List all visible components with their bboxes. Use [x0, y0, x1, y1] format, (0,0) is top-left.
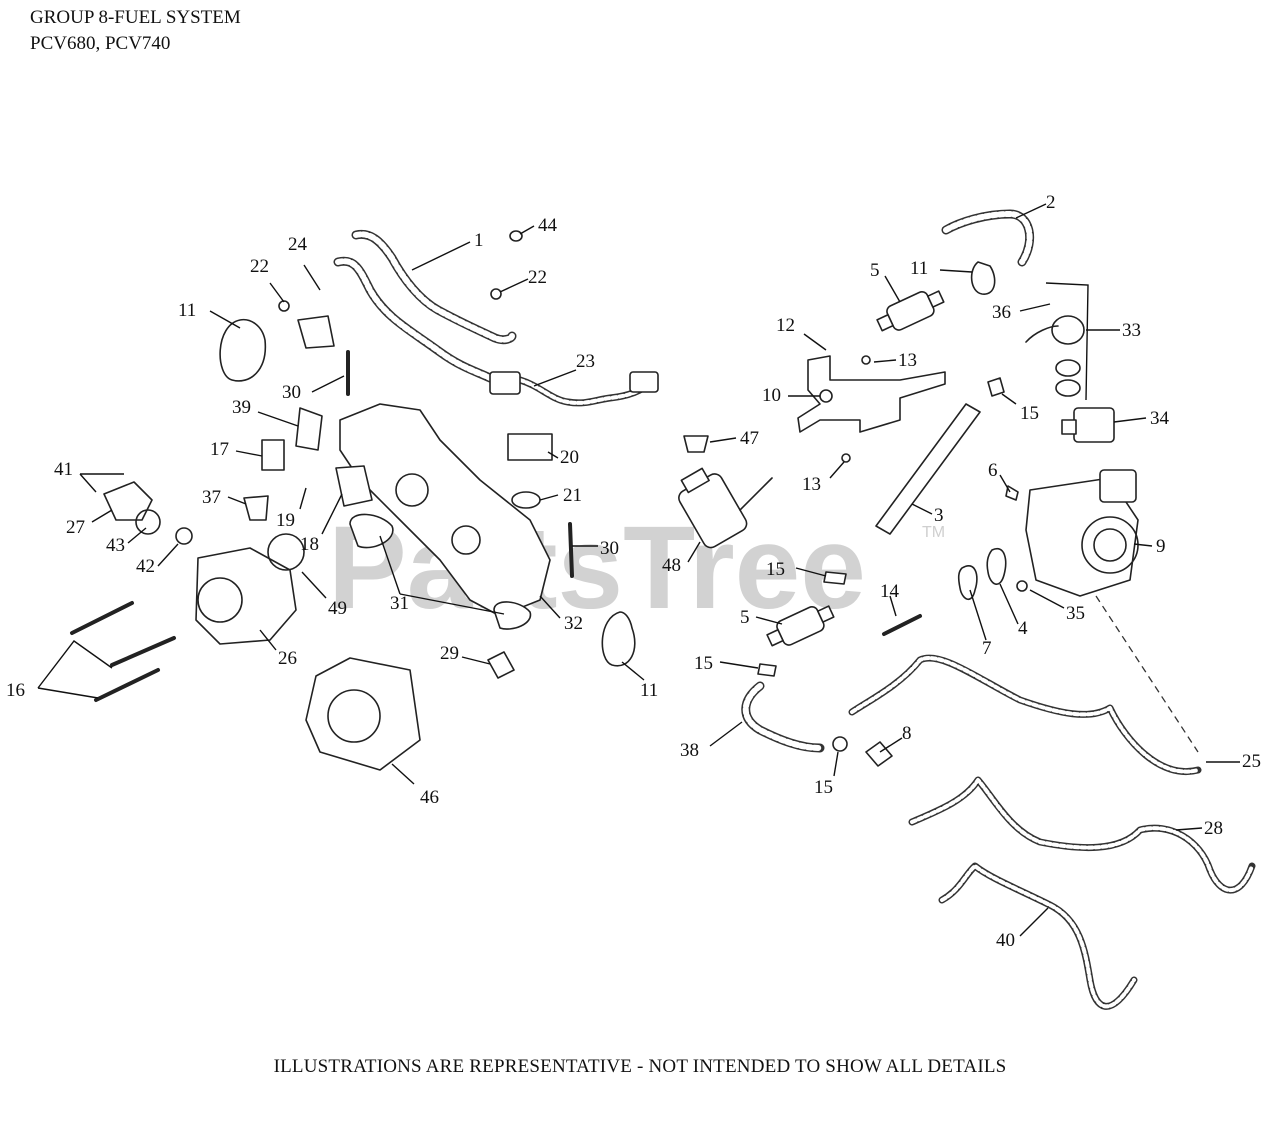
footer-disclaimer: ILLUSTRATIONS ARE REPRESENTATIVE - NOT I… [273, 1056, 1007, 1077]
callout-16: 16 [6, 680, 25, 701]
callout-40: 40 [996, 930, 1015, 951]
watermark-trademark: TM [922, 524, 945, 541]
callout-47: 47 [740, 428, 759, 449]
callout-34: 34 [1150, 408, 1170, 429]
callout-38: 38 [680, 740, 699, 761]
callout-36: 36 [992, 302, 1011, 323]
callout-20: 20 [560, 447, 579, 468]
callout-24: 24 [288, 234, 308, 255]
callout-25: 25 [1242, 751, 1261, 772]
callout-13-lower: 13 [802, 474, 821, 495]
callout-7: 7 [982, 638, 992, 659]
callout-33: 33 [1122, 320, 1141, 341]
callout-15-middle: 15 [766, 559, 785, 580]
callout-23: 23 [576, 351, 595, 372]
callout-1: 1 [474, 230, 484, 251]
callout-30-upper: 30 [282, 382, 301, 403]
model-numbers: PCV680, PCV740 [30, 33, 171, 54]
callout-26: 26 [278, 648, 297, 669]
callout-2: 2 [1046, 192, 1056, 213]
leader-lines [37, 203, 1240, 937]
parts-illustration [70, 209, 1256, 1010]
callout-35: 35 [1066, 603, 1085, 624]
callout-37: 37 [202, 487, 221, 508]
callout-46: 46 [420, 787, 439, 808]
callout-8: 8 [902, 723, 912, 744]
callout-31: 31 [390, 593, 409, 614]
diagram-title: GROUP 8-FUEL SYSTEM [30, 7, 241, 28]
callout-15-upper: 15 [1020, 403, 1039, 424]
callout-9: 9 [1156, 536, 1166, 557]
callout-6: 6 [988, 460, 998, 481]
callout-3: 3 [934, 505, 944, 526]
callout-14: 14 [880, 581, 900, 602]
callout-4: 4 [1018, 618, 1028, 639]
callout-41: 41 [54, 459, 73, 480]
callout-5-lower: 5 [740, 607, 750, 628]
callout-12: 12 [776, 315, 795, 336]
callout-49: 49 [328, 598, 347, 619]
callout-19: 19 [276, 510, 295, 531]
callout-48: 48 [662, 555, 681, 576]
callout-39: 39 [232, 397, 251, 418]
callout-32: 32 [564, 613, 583, 634]
callout-43: 43 [106, 535, 125, 556]
callout-15-lower: 15 [814, 777, 833, 798]
callout-5-upper: 5 [870, 260, 880, 281]
callout-22-right: 22 [528, 267, 547, 288]
callout-21: 21 [563, 485, 582, 506]
callout-labels: 1 2 3 4 5 5 6 7 8 9 10 11 11 11 12 13 13… [6, 192, 1261, 951]
callout-11-lower: 11 [640, 680, 658, 701]
callout-27: 27 [66, 517, 85, 538]
callout-22-left: 22 [250, 256, 269, 277]
callout-44: 44 [538, 215, 558, 236]
callout-18: 18 [300, 534, 319, 555]
callout-30-lower: 30 [600, 538, 619, 559]
callout-17: 17 [210, 439, 229, 460]
callout-42: 42 [136, 556, 155, 577]
callout-29: 29 [440, 643, 459, 664]
callout-10: 10 [762, 385, 781, 406]
callout-13-upper: 13 [898, 350, 917, 371]
callout-11-left: 11 [178, 300, 196, 321]
callout-28: 28 [1204, 818, 1223, 839]
callout-11-right: 11 [910, 258, 928, 279]
callout-15-left: 15 [694, 653, 713, 674]
